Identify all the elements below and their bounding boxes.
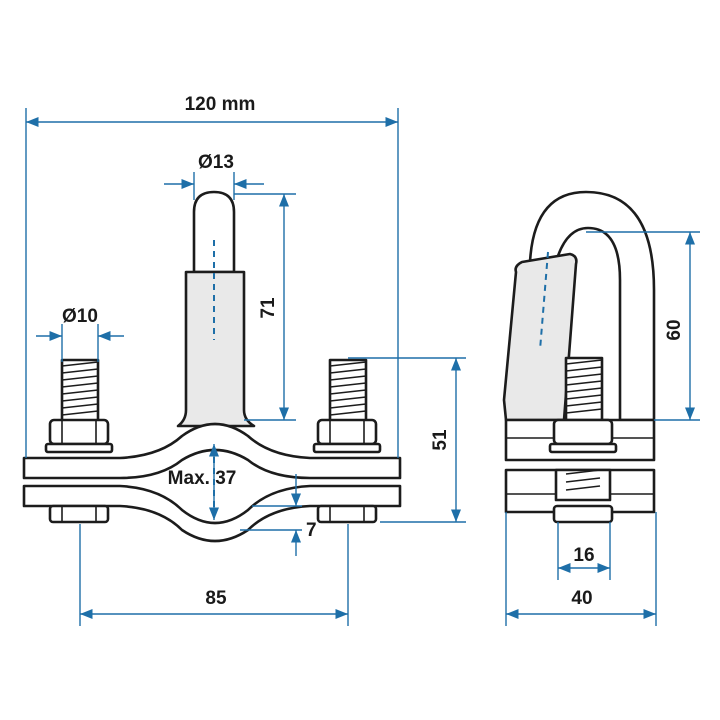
bolt-spacing-label: 85 (205, 588, 227, 609)
right-bolt (312, 358, 382, 524)
side-bolt (548, 356, 618, 524)
bolt-diameter-label: Ø10 (62, 306, 98, 327)
pin (176, 190, 256, 428)
lower-clamp-band (22, 484, 402, 543)
side-pin-sleeve (502, 252, 578, 422)
front-view-dimensions: 120 mm Ø13 71 Ø10 Max. 37 7 85 (25, 94, 466, 626)
side-view (502, 190, 656, 524)
depth-label: 40 (571, 588, 592, 609)
side-view-dimensions: 60 16 40 (505, 231, 700, 626)
pin-length-label: 71 (258, 297, 279, 319)
pin-diameter-label: Ø13 (198, 152, 234, 173)
upper-clamp-band (22, 422, 402, 480)
overall-width-label: 120 mm (185, 94, 256, 115)
right-bolt-threads (329, 361, 367, 416)
clamp-thickness-label: 7 (306, 520, 317, 541)
left-bolt (44, 358, 114, 524)
arch (528, 190, 656, 422)
left-bolt-threads (61, 361, 99, 416)
bolt-width-label: 16 (573, 545, 594, 566)
side-height-label: 60 (664, 319, 685, 340)
max-pipe-label: Max. 37 (168, 468, 237, 489)
front-view (22, 190, 402, 543)
height-label: 51 (430, 429, 451, 451)
